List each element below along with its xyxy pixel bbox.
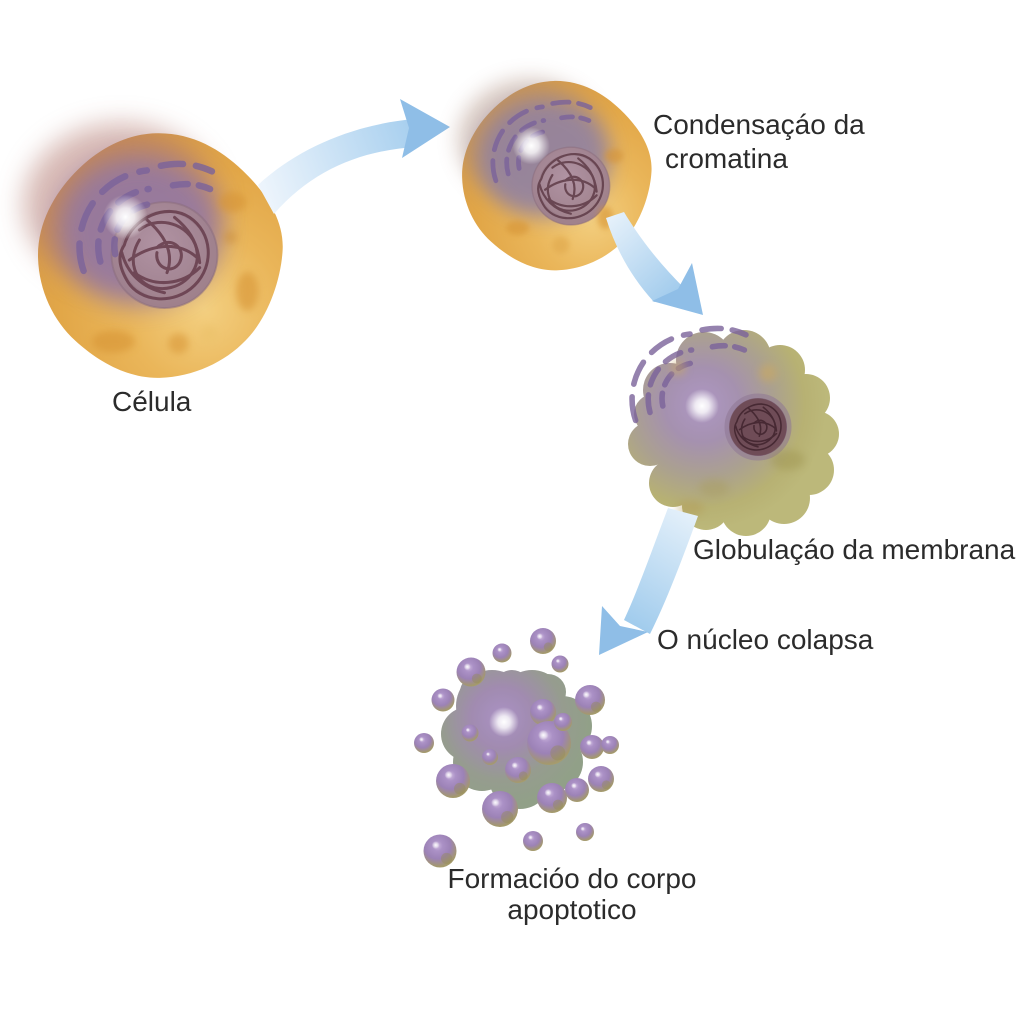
apoptotic-bodies-cluster xyxy=(414,628,619,868)
cell-celula xyxy=(23,123,283,378)
arrowhead xyxy=(400,99,450,158)
cell-membrane-blebbing xyxy=(628,328,839,536)
label-globulacao: Globulaçáo da membrana xyxy=(693,534,1016,565)
organelles xyxy=(91,191,259,354)
label-nucleo-colapsa: O núcleo colapsa xyxy=(657,624,874,655)
label-formacao-line1: Formacióo do corpo xyxy=(447,863,696,894)
label-condensacao-line2: cromatina xyxy=(665,143,788,174)
nucleus-glow xyxy=(685,389,719,423)
blob-glow xyxy=(489,707,519,737)
arrowhead xyxy=(652,263,703,315)
arrow-collapse-icon xyxy=(599,508,698,655)
organelles xyxy=(670,360,805,516)
arrowhead xyxy=(599,606,648,655)
nucleus xyxy=(729,398,787,456)
nucleus-glow xyxy=(512,127,550,165)
nucleus-glow xyxy=(103,194,148,240)
arrow-blebbing-icon xyxy=(606,212,703,315)
cell-chromatin-condensation xyxy=(457,78,652,271)
label-formacao-line2: apoptotico xyxy=(507,894,636,925)
label-condensacao-line1: Condensaçáo da xyxy=(653,109,865,140)
label-celula: Célula xyxy=(112,386,192,417)
arrow-condensation-icon xyxy=(258,99,450,214)
organelles xyxy=(506,148,624,254)
